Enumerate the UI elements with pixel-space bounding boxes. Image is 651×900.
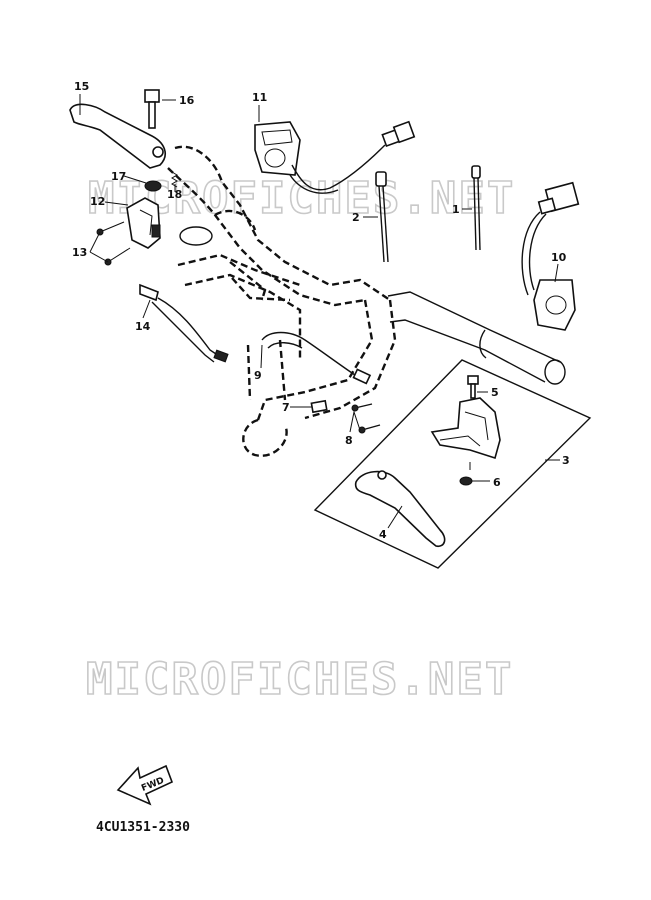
screws-8 [351, 403, 381, 434]
right-switch-housing [521, 181, 580, 331]
throttle-cable-1 [471, 165, 481, 251]
brake-switch-wire [261, 331, 372, 385]
fwd-arrow-icon: FWD [116, 764, 174, 806]
callout-12: 12 [90, 195, 105, 208]
callout-4: 4 [379, 528, 387, 541]
callout-16: 16 [179, 94, 195, 107]
callout-7: 7 [282, 401, 290, 414]
part-7 [310, 399, 328, 414]
left-switch-housing [254, 120, 416, 194]
holder-screws [96, 221, 131, 266]
callout-3: 3 [562, 454, 570, 467]
callout-6: 6 [493, 476, 501, 489]
brake-lever-holder [430, 397, 501, 470]
lever-nut-and-spring [144, 171, 178, 192]
handlebar-outline [167, 145, 566, 457]
bolt-5 [467, 375, 479, 399]
leader-lines [79, 94, 560, 529]
callout-13: 13 [72, 246, 87, 259]
throttle-cable-2 [375, 171, 389, 263]
watermark-bottom: MICROFICHES.NET [86, 654, 513, 705]
callout-2: 2 [352, 211, 360, 224]
callout-10: 10 [551, 251, 567, 264]
clutch-lever [69, 103, 166, 169]
callout-14: 14 [135, 320, 151, 333]
callout-15: 15 [74, 80, 89, 93]
brake-lever-assembly-box [313, 359, 592, 569]
callout-17: 17 [111, 170, 126, 183]
lever-holder [126, 197, 161, 249]
lever-bolt [144, 89, 160, 129]
callout-8: 8 [345, 434, 353, 447]
callout-11: 11 [252, 91, 267, 104]
nut-6 [459, 476, 473, 486]
clutch-switch-wire [139, 283, 229, 363]
diagram-code: 4CU1351-2330 [96, 820, 190, 835]
callout-1: 1 [452, 203, 460, 216]
callout-18: 18 [167, 188, 182, 201]
callout-9: 9 [254, 369, 262, 382]
callout-5: 5 [491, 386, 499, 399]
